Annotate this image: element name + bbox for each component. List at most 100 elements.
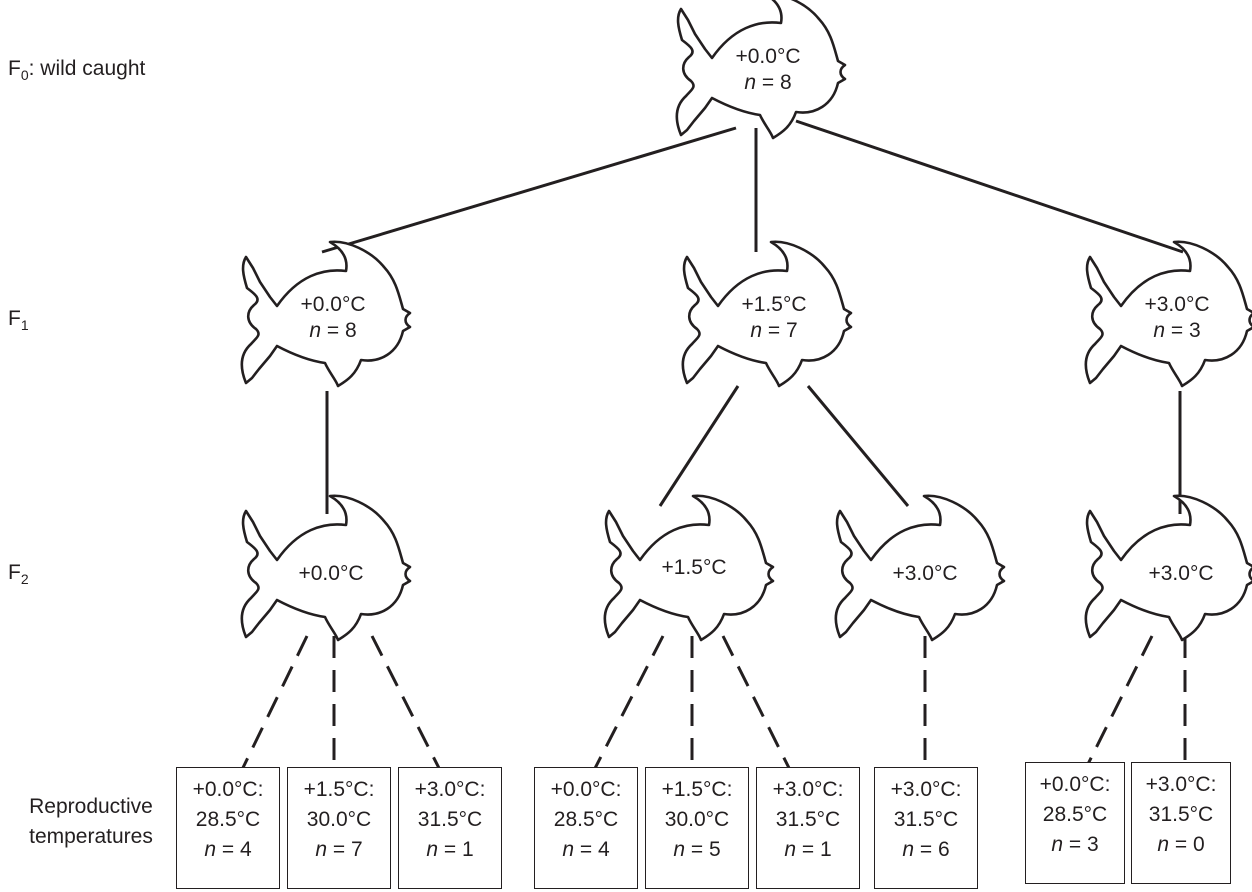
- repro-box-n-label: n: [426, 838, 439, 861]
- fish-f1c-n-label: n: [1153, 319, 1166, 342]
- dash-f2d-box8: [1079, 635, 1154, 779]
- fish-f1b-temp: +1.5°C: [741, 293, 807, 316]
- repro-box-n-value: = 7: [327, 838, 363, 861]
- repro-box-n: n = 1: [399, 835, 501, 865]
- label-f0-gen: F: [8, 57, 21, 80]
- repro-box-n-label: n: [1157, 833, 1170, 856]
- fish-f1a-temp: +0.0°C: [300, 293, 366, 316]
- fish-f0-temp: +0.0°C: [735, 45, 801, 68]
- fish-f2a-temp: +0.0°C: [298, 562, 364, 585]
- repro-box-n: n = 7: [288, 835, 390, 865]
- fish-f1b-n-label: n: [750, 319, 763, 342]
- repro-box-n: n = 5: [646, 835, 748, 865]
- repro-box-2: +1.5°C: 30.0°C n = 7: [287, 767, 391, 889]
- fish-f0-n-value: = 8: [756, 71, 792, 94]
- label-repro-line2: temperatures: [29, 825, 153, 848]
- repro-box-1: +0.0°C: 28.5°C n = 4: [176, 767, 280, 889]
- label-f1-sub: 1: [20, 317, 29, 334]
- label-reproductive: Reproductive temperatures: [8, 792, 174, 852]
- repro-box-absolute: 31.5°C: [893, 808, 959, 831]
- repro-box-9: +3.0°C: 31.5°C n = 0: [1131, 762, 1231, 884]
- fish-f0-n-label: n: [744, 71, 757, 94]
- repro-box-n-label: n: [784, 838, 797, 861]
- fish-f1a-text: +0.0°C n = 8: [288, 292, 378, 344]
- fish-f1c-n: n = 3: [1132, 318, 1222, 344]
- fish-f2d-text: +3.0°C: [1136, 561, 1226, 587]
- repro-box-offset: +3.0°C:: [1145, 773, 1217, 796]
- repro-box-4: +0.0°C: 28.5°C n = 4: [534, 767, 638, 889]
- repro-box-absolute: 31.5°C: [775, 808, 841, 831]
- fish-f2b-temp: +1.5°C: [661, 556, 727, 579]
- repro-box-absolute: 28.5°C: [1042, 803, 1108, 826]
- label-f1-gen: F: [8, 307, 21, 330]
- dash-f2b-box4: [588, 635, 665, 779]
- repro-box-n-label: n: [562, 838, 575, 861]
- repro-box-offset: +0.0°C:: [192, 778, 264, 801]
- repro-box-absolute: 30.0°C: [306, 808, 372, 831]
- repro-box-n-label: n: [673, 838, 686, 861]
- label-f0-sub: 0: [20, 67, 29, 84]
- repro-box-8: +0.0°C: 28.5°C n = 3: [1025, 762, 1125, 884]
- repro-box-absolute: 31.5°C: [1148, 803, 1214, 826]
- repro-box-offset: +1.5°C:: [303, 778, 375, 801]
- edge-f0-f1a: [321, 126, 737, 254]
- edge-f1b-f2b: [658, 385, 740, 507]
- repro-box-n: n = 0: [1132, 830, 1230, 860]
- fish-f2c-temp: +3.0°C: [892, 562, 958, 585]
- repro-box-offset: +3.0°C:: [772, 778, 844, 801]
- dash-f2a-box3: [370, 635, 446, 779]
- repro-box-offset: +0.0°C:: [1039, 773, 1111, 796]
- fish-f2b-text: +1.5°C: [649, 555, 739, 581]
- label-f2-sub: 2: [20, 571, 29, 588]
- repro-box-3: +3.0°C: 31.5°C n = 1: [398, 767, 502, 889]
- label-f2-gen: F: [8, 561, 21, 584]
- repro-box-offset: +3.0°C:: [890, 778, 962, 801]
- repro-box-n-value: = 5: [685, 838, 721, 861]
- repro-box-n: n = 4: [177, 835, 279, 865]
- dash-f2b-box6: [721, 635, 796, 779]
- repro-box-n: n = 3: [1026, 830, 1124, 860]
- repro-box-6: +3.0°C: 31.5°C n = 1: [756, 767, 860, 889]
- repro-box-absolute: 30.0°C: [664, 808, 730, 831]
- repro-box-n-value: = 3: [1063, 833, 1099, 856]
- repro-box-n: n = 6: [875, 835, 977, 865]
- fish-f1a-n-label: n: [309, 319, 322, 342]
- repro-box-offset: +0.0°C:: [550, 778, 622, 801]
- repro-box-n: n = 1: [757, 835, 859, 865]
- fish-f1b-n-value: = 7: [762, 319, 798, 342]
- dash-f2a-box1: [236, 635, 309, 779]
- label-f0: F0: wild caught: [8, 56, 145, 88]
- repro-box-n-value: = 1: [438, 838, 474, 861]
- repro-box-7: +3.0°C: 31.5°C n = 6: [874, 767, 978, 889]
- repro-box-n-value: = 6: [914, 838, 950, 861]
- edge-f1b-f2c: [806, 385, 910, 507]
- fish-f1b-n: n = 7: [729, 318, 819, 344]
- fish-f0-n: n = 8: [723, 70, 813, 96]
- repro-box-n-label: n: [315, 838, 328, 861]
- repro-box-5: +1.5°C: 30.0°C n = 5: [645, 767, 749, 889]
- fish-f0-text: +0.0°C n = 8: [723, 44, 813, 96]
- repro-box-n-value: = 4: [574, 838, 610, 861]
- repro-box-absolute: 28.5°C: [195, 808, 261, 831]
- repro-box-offset: +3.0°C:: [414, 778, 486, 801]
- fish-f1c-n-value: = 3: [1165, 319, 1201, 342]
- label-f2: F2: [8, 560, 29, 592]
- repro-box-n-label: n: [902, 838, 915, 861]
- repro-box-n-label: n: [204, 838, 217, 861]
- label-repro-line1: Reproductive: [29, 795, 153, 818]
- fish-f2a-text: +0.0°C: [286, 561, 376, 587]
- repro-box-n-value: = 1: [796, 838, 832, 861]
- repro-box-offset: +1.5°C:: [661, 778, 733, 801]
- fish-f2c-text: +3.0°C: [880, 561, 970, 587]
- label-f0-rest: : wild caught: [28, 57, 146, 80]
- fish-f1c-temp: +3.0°C: [1144, 293, 1210, 316]
- fish-f1a-n-value: = 8: [321, 319, 357, 342]
- repro-box-n: n = 4: [535, 835, 637, 865]
- label-f1: F1: [8, 306, 29, 338]
- repro-box-n-value: = 4: [216, 838, 252, 861]
- fish-f2d-temp: +3.0°C: [1148, 562, 1214, 585]
- fish-f1b-text: +1.5°C n = 7: [729, 292, 819, 344]
- repro-box-absolute: 31.5°C: [417, 808, 483, 831]
- fish-f1a-n: n = 8: [288, 318, 378, 344]
